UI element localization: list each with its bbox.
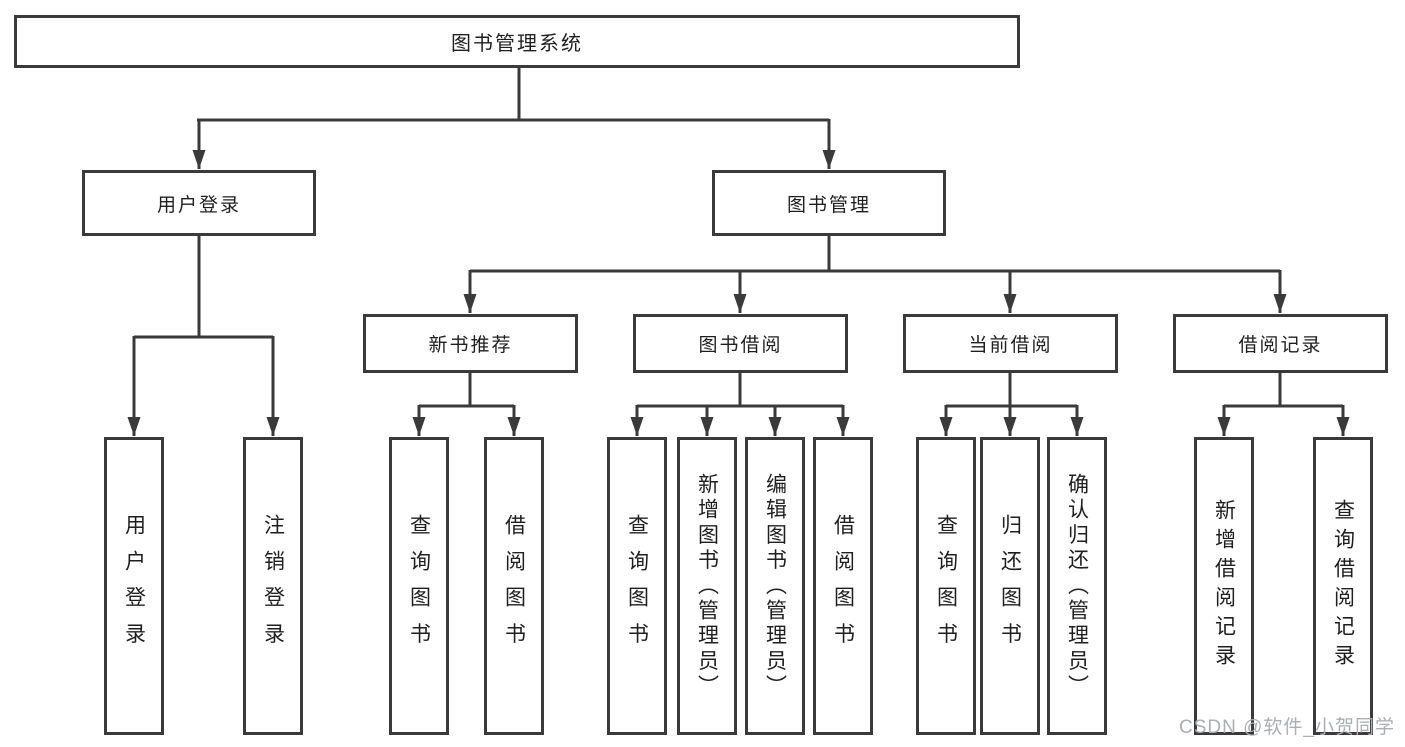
leaf-query-books-recommend: 查询图书 bbox=[389, 437, 449, 735]
node-book-borrow: 图书借阅 bbox=[633, 314, 848, 373]
node-new-book-recommend: 新书推荐 bbox=[363, 314, 578, 373]
node-book-management: 图书管理 bbox=[712, 170, 946, 236]
leaf-edit-book-admin: 编辑图书（管理员） bbox=[745, 437, 805, 735]
node-book-management-label: 图书管理 bbox=[786, 194, 871, 216]
leaf-query-books-borrow: 查询图书 bbox=[607, 437, 667, 735]
node-current-borrow-label: 当前借阅 bbox=[968, 335, 1053, 356]
leaf-logout: 注销登录 bbox=[243, 437, 303, 735]
leaf-query-borrow-record: 查询借阅记录 bbox=[1313, 437, 1373, 735]
node-borrow-records-label: 借阅记录 bbox=[1238, 335, 1323, 356]
leaf-add-book-admin: 新增图书（管理员） bbox=[677, 437, 737, 735]
node-current-borrow: 当前借阅 bbox=[903, 314, 1118, 373]
node-borrow-records: 借阅记录 bbox=[1173, 314, 1388, 373]
node-root: 图书管理系统 bbox=[14, 15, 1020, 68]
node-book-borrow-label: 图书借阅 bbox=[698, 335, 783, 356]
leaf-borrow-books: 借阅图书 bbox=[813, 437, 873, 735]
node-root-label: 图书管理系统 bbox=[451, 33, 583, 55]
node-new-book-recommend-label: 新书推荐 bbox=[428, 335, 513, 356]
node-user-login-label: 用户登录 bbox=[156, 194, 241, 216]
leaf-user-login: 用户登录 bbox=[104, 437, 164, 735]
watermark: CSDN @软件_小贺同学 bbox=[1179, 717, 1395, 738]
node-user-login: 用户登录 bbox=[82, 170, 316, 236]
leaf-borrow-books-recommend: 借阅图书 bbox=[484, 437, 544, 735]
leaf-confirm-return-admin: 确认归还（管理员） bbox=[1047, 437, 1107, 735]
leaf-query-books-current: 查询图书 bbox=[916, 437, 976, 735]
leaf-add-borrow-record: 新增借阅记录 bbox=[1194, 437, 1254, 735]
leaf-return-book: 归还图书 bbox=[980, 437, 1040, 735]
